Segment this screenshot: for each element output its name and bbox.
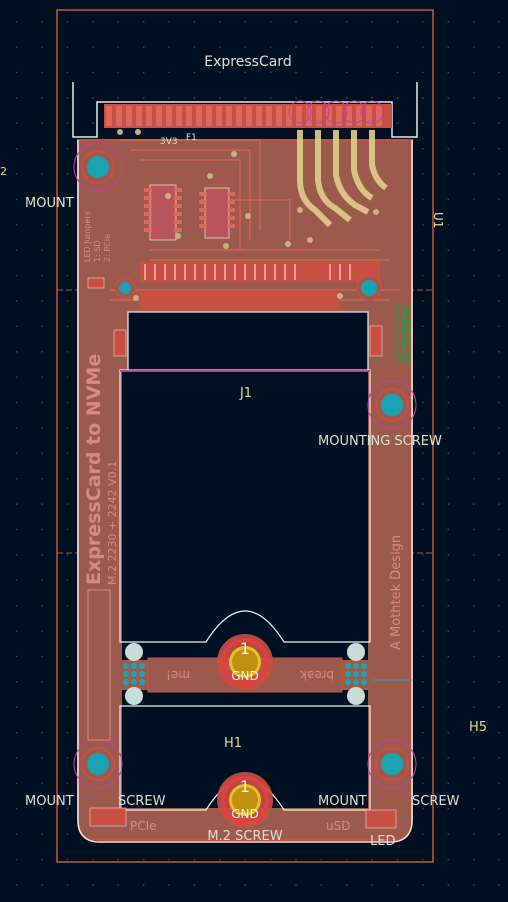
silk-pcie: PCIe [130, 819, 157, 833]
mount-label-right: MOUNTING SCREW [318, 434, 442, 449]
mounting-hole-bottom-right[interactable] [367, 739, 417, 789]
expresscard-pads [104, 100, 392, 128]
mount-label-bottom-left-a: MOUNT [25, 794, 74, 809]
silk-led-jumpers: LED Jumpers [83, 211, 92, 262]
high-speed-traces [297, 130, 388, 228]
connector-title: ExpressCard [204, 54, 291, 70]
mount-label-bottom-right-a: MOUNT [318, 794, 367, 809]
small-hole-right [356, 275, 382, 301]
m2-connector-pads [120, 262, 380, 372]
ic-chip-right [199, 187, 235, 239]
small-hole-left [114, 277, 136, 299]
silk-led-pcie: 2: PCIe [103, 234, 112, 262]
m2-cutout-upper [122, 372, 368, 640]
silk-f1: F1 [186, 133, 197, 143]
ref-h5: H5 [469, 720, 487, 735]
silk-designer: A Mothtek Design [389, 535, 404, 650]
silk-3v3: 3V3 [160, 137, 178, 147]
mount-label-top-left: MOUNT [25, 196, 74, 211]
silk-qr-area [87, 589, 111, 741]
m2-screw-pad-upper[interactable] [217, 634, 273, 690]
ic-chip-left [144, 184, 182, 241]
ref-u1: U1 [431, 212, 445, 228]
vias [117, 129, 379, 301]
mount-label-bottom-left-b: SCREW [118, 794, 166, 809]
silk-usd: uSD [326, 819, 350, 833]
mounting-hole-top-left[interactable] [73, 142, 123, 192]
ref-h1: H1 [224, 736, 242, 751]
m2-cutout-lower [122, 706, 368, 808]
pad-net-lower: GND [231, 807, 259, 821]
m2-screw-pad-lower[interactable] [217, 772, 273, 828]
mounting-hole-middle-right[interactable] [367, 380, 417, 430]
m2-screw-label: M.2 SCREW [207, 829, 282, 844]
m2-cutout-gap [122, 690, 368, 706]
expresscard-outline [72, 82, 418, 138]
prototype-box [395, 305, 411, 363]
edge-cut-outer [77, 140, 413, 843]
mouse-bite-holes [125, 643, 365, 705]
silk-break-left: me! [166, 668, 190, 682]
board-courtyard-outline [56, 9, 434, 863]
ref-j1: J1 [239, 386, 252, 401]
edge-cut-inner-upper [119, 369, 371, 643]
pad-net-upper: GND [231, 669, 259, 683]
edge-mark: 2 [0, 165, 7, 178]
mount-label-bottom-right-b: SCREW [412, 794, 460, 809]
mounting-hole-bottom-left[interactable] [73, 739, 123, 789]
silk-break-right: break [300, 668, 334, 682]
silk-led-sd: 1: SD [93, 240, 102, 262]
mouse-bite-vias [123, 663, 367, 685]
silk-led: LED [370, 834, 395, 849]
smd-components [87, 277, 397, 829]
pad-number-lower: 1 [240, 777, 250, 796]
silk-subtitle: M.2 2230 + 2242 V0.1 [106, 461, 119, 585]
silk-prototype: Prototype [400, 310, 410, 360]
pad-number-upper: 1 [240, 639, 250, 658]
silk-title: ExpressCard to NVMe [83, 354, 105, 585]
